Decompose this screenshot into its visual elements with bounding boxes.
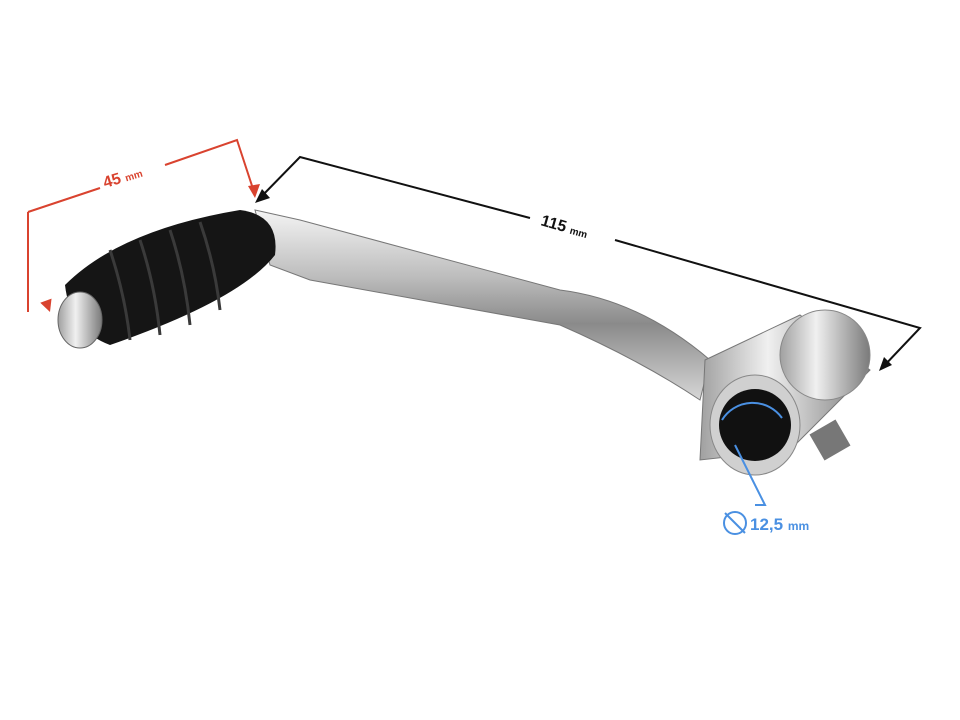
clamp-bolt (809, 419, 851, 461)
lever-boss (699, 309, 871, 476)
bore-diameter-label: 12,5 mm (750, 515, 809, 534)
bore-hole (719, 389, 791, 461)
grip-length-dimension (27, 138, 260, 312)
bore-diameter-dimension (721, 401, 783, 535)
rubber-grip (57, 210, 276, 349)
lever-length-dimension (255, 155, 922, 371)
grip-length-label: 45 mm (101, 164, 144, 192)
lever-length-label: 115 mm (539, 213, 590, 243)
grip-end-cap (57, 291, 103, 349)
lever-arm (254, 209, 711, 401)
